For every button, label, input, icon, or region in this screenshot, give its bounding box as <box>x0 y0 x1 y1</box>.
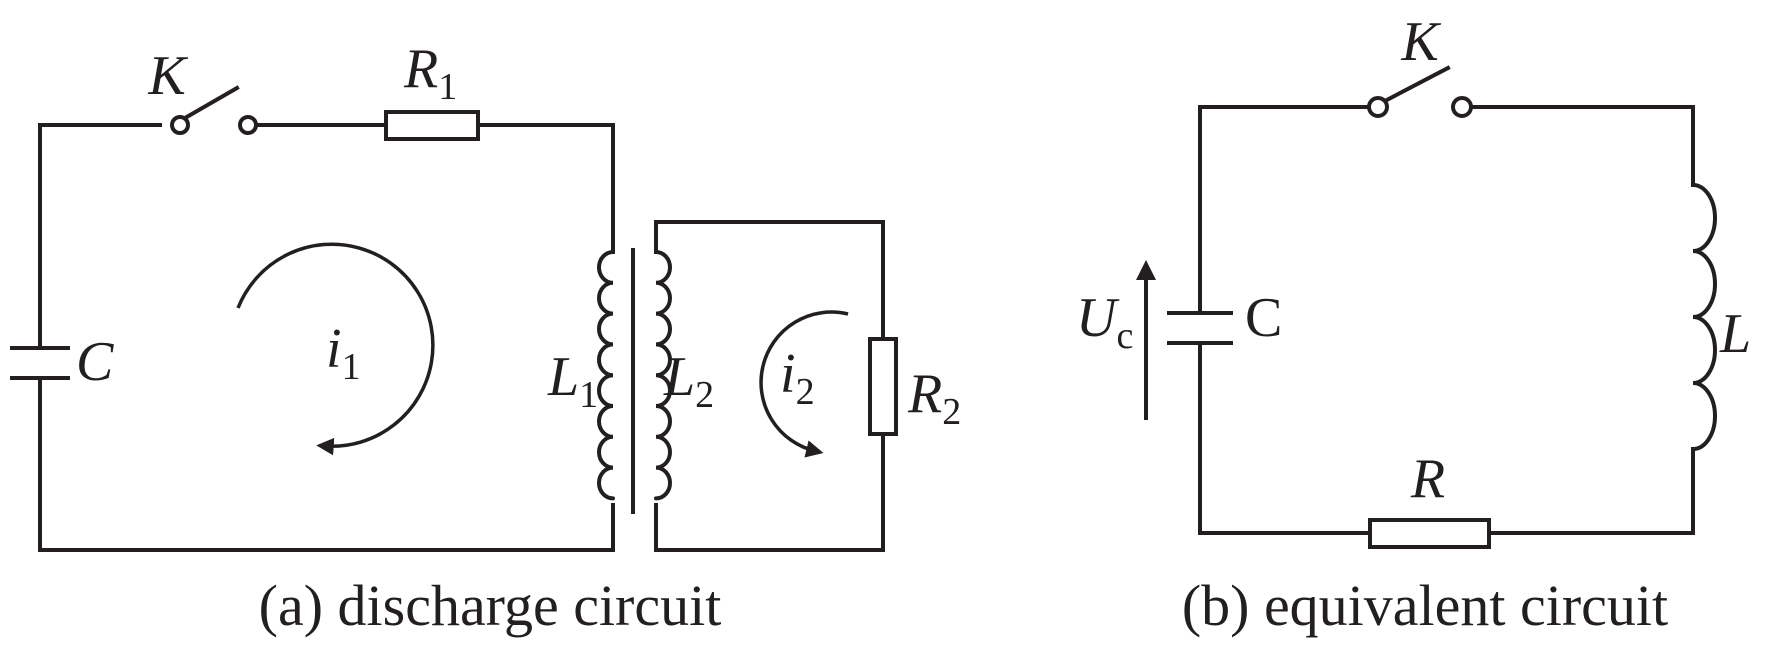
label-l2: L2 <box>663 346 714 416</box>
label-l1: L1 <box>547 346 598 416</box>
inductor-l <box>1691 183 1717 452</box>
label-r2: R2 <box>907 363 961 433</box>
secondary-loop-wires <box>654 220 885 552</box>
label-r: R <box>1410 448 1445 510</box>
label-r1: R1 <box>403 38 457 108</box>
capacitor-c <box>10 346 70 380</box>
label-k-a: K <box>147 45 188 107</box>
label-c-b: C <box>1245 287 1282 349</box>
panel-a-discharge-circuit: K R1 C i1 L1 L2 i2 R2 (a) discharge circ… <box>10 38 961 638</box>
label-i1: i1 <box>326 318 361 388</box>
label-l: L <box>1719 303 1751 365</box>
equivalent-loop-wires <box>1198 105 1695 535</box>
primary-loop-wires <box>38 123 615 552</box>
caption-b: (b) equivalent circuit <box>1182 573 1668 638</box>
switch-k <box>170 85 258 135</box>
inductor-l1 <box>597 250 615 501</box>
label-k-b: K <box>1400 11 1441 73</box>
inductor-l2 <box>654 250 672 501</box>
label-c-a: C <box>76 331 114 393</box>
panel-b-equivalent-circuit: K Uc C L R (b) equivalent circuit <box>1076 11 1751 638</box>
caption-a: (a) discharge circuit <box>259 573 722 638</box>
capacitor-c-b <box>1167 311 1233 345</box>
current-arrow-i1 <box>236 242 435 456</box>
current-arrow-i2 <box>759 310 849 458</box>
resistor-r <box>1368 518 1491 549</box>
resistor-r1 <box>384 110 480 141</box>
label-uc: Uc <box>1076 287 1133 357</box>
label-i2: i2 <box>780 343 815 413</box>
switch-k-b <box>1367 65 1473 118</box>
resistor-r2 <box>868 337 898 436</box>
